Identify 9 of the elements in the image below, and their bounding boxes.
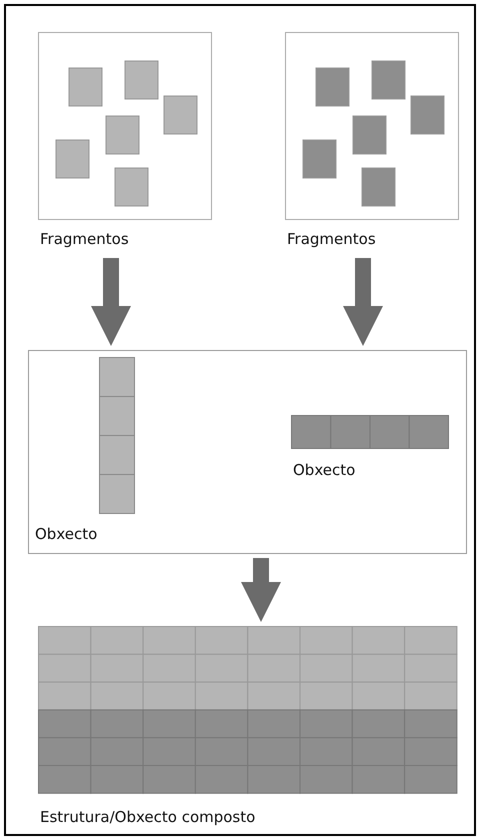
arrow — [91, 258, 131, 346]
object-label: Obxecto — [293, 461, 356, 479]
object-panel — [28, 350, 467, 554]
arrow — [241, 558, 281, 622]
arrow — [343, 258, 383, 346]
fragments-label: Fragmentos — [287, 230, 376, 248]
object-label: Obxecto — [35, 525, 98, 543]
caption-label: Estrutura/Obxecto composto — [40, 808, 256, 826]
fragments-label: Fragmentos — [40, 230, 129, 248]
